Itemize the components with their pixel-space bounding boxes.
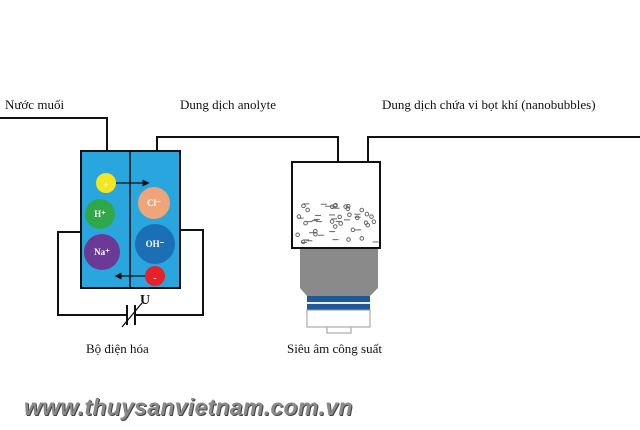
ultrasound-label: Siêu âm công suất <box>287 341 382 356</box>
h-ion: H⁺ <box>85 199 115 229</box>
bubbles <box>295 202 379 245</box>
output-pipe <box>367 136 640 220</box>
transducer-base <box>306 309 371 328</box>
anolyte-label: Dung dịch anolyte <box>180 97 277 112</box>
circuit-wire-right <box>136 229 204 316</box>
cell-label: Bộ điện hóa <box>86 341 149 356</box>
anode-ion: + <box>96 173 116 193</box>
transducer-foot <box>326 326 352 334</box>
circuit-wire-left <box>57 231 126 316</box>
oh-ion: OH⁻ <box>135 224 175 264</box>
ultrasonic-tank <box>291 161 381 249</box>
svg-text:+: + <box>103 180 108 190</box>
cl-ion: Cl⁻ <box>138 187 170 219</box>
svg-text:H⁺: H⁺ <box>94 209 106 219</box>
watermark: www.thuysanvietnam.com.vn <box>24 394 353 420</box>
cathode-ion: - <box>145 266 165 286</box>
svg-text:OH⁻: OH⁻ <box>146 239 165 249</box>
svg-text:Na⁺: Na⁺ <box>94 247 110 257</box>
svg-text:-: - <box>154 273 157 283</box>
output-label: Dung dịch chứa vi bọt khí (nanobubbles) <box>382 97 596 112</box>
transducer-body <box>300 249 378 296</box>
na-ion: Na⁺ <box>84 234 120 270</box>
variable-capacitor-icon <box>121 302 143 328</box>
svg-text:Cl⁻: Cl⁻ <box>147 198 161 208</box>
input-label: Nước muối <box>5 97 65 112</box>
voltage-label: U <box>140 293 150 308</box>
